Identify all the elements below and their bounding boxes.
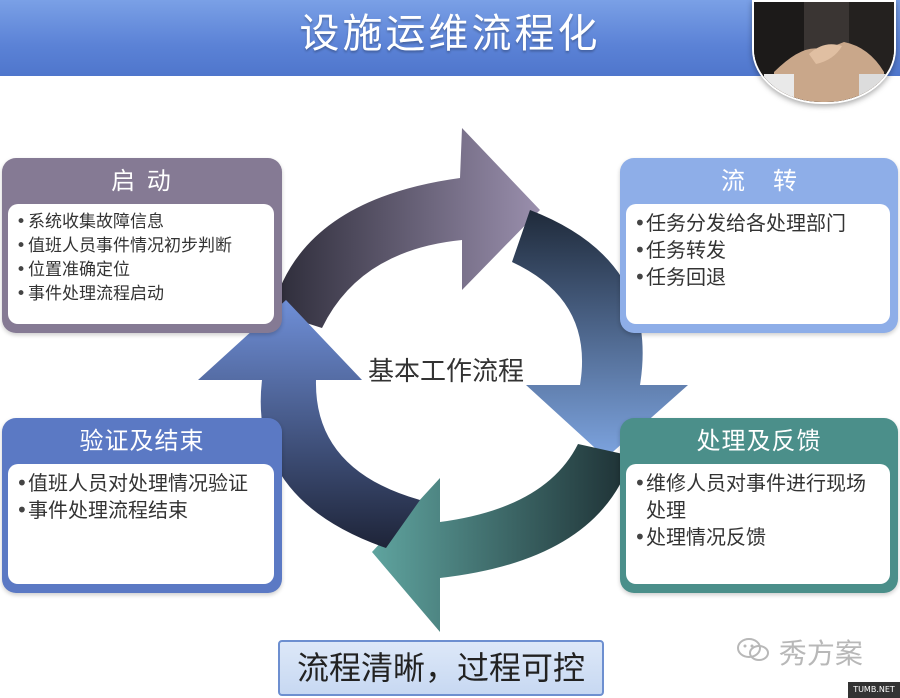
cycle-arrow-start bbox=[272, 128, 540, 328]
center-label: 基本工作流程 bbox=[368, 357, 525, 387]
stage-start-title: 启 动 bbox=[111, 167, 173, 195]
stage-start-list: 系统收集故障信息 值班人员事件情况初步判断 位置准确定位 事件处理流程启动 bbox=[8, 204, 274, 324]
watermark: 秀方案 bbox=[736, 634, 896, 674]
list-item: 系统收集故障信息 bbox=[16, 210, 266, 234]
stage-feedback-title: 处理及反馈 bbox=[696, 427, 822, 455]
stage-transfer-title: 流转 bbox=[721, 167, 825, 195]
list-item: 任务回退 bbox=[634, 264, 882, 291]
list-item: 处理情况反馈 bbox=[634, 524, 882, 551]
stage-transfer-list: 任务分发给各处理部门 任务转发 任务回退 bbox=[626, 204, 890, 324]
stage-start-card: 启 动 系统收集故障信息 值班人员事件情况初步判断 位置准确定位 事件处理流程启… bbox=[2, 158, 282, 333]
page-title: 设施运维流程化 bbox=[299, 11, 601, 57]
stage-verify-title: 验证及结束 bbox=[79, 427, 205, 455]
list-item: 维修人员对事件进行现场处理 bbox=[634, 470, 882, 524]
stage-verify-card: 验证及结束 值班人员对处理情况验证 事件处理流程结束 bbox=[2, 418, 282, 593]
cycle-arrow-feedback bbox=[372, 444, 632, 632]
watermark-text: 秀方案 bbox=[778, 637, 863, 670]
stage-feedback-list: 维修人员对事件进行现场处理 处理情况反馈 bbox=[626, 464, 890, 584]
list-item: 事件处理流程结束 bbox=[16, 497, 266, 524]
list-item: 值班人员对处理情况验证 bbox=[16, 470, 266, 497]
title-bar bbox=[0, 0, 900, 76]
stage-verify-list: 值班人员对处理情况验证 事件处理流程结束 bbox=[8, 464, 274, 584]
url-tag: TUMB.NET bbox=[848, 682, 900, 698]
list-item: 任务分发给各处理部门 bbox=[634, 210, 882, 237]
wechat-icon bbox=[736, 635, 770, 675]
stage-feedback-card: 处理及反馈 维修人员对事件进行现场处理 处理情况反馈 bbox=[620, 418, 898, 593]
cycle-arrow-transfer bbox=[512, 210, 688, 458]
list-item: 事件处理流程启动 bbox=[16, 282, 266, 306]
list-item: 位置准确定位 bbox=[16, 258, 266, 282]
cycle-arrow-verify bbox=[198, 300, 420, 548]
list-item: 任务转发 bbox=[634, 237, 882, 264]
summary-banner: 流程清晰，过程可控 bbox=[278, 640, 604, 696]
list-item: 值班人员事件情况初步判断 bbox=[16, 234, 266, 258]
stage-transfer-card: 流转 任务分发给各处理部门 任务转发 任务回退 bbox=[620, 158, 898, 333]
